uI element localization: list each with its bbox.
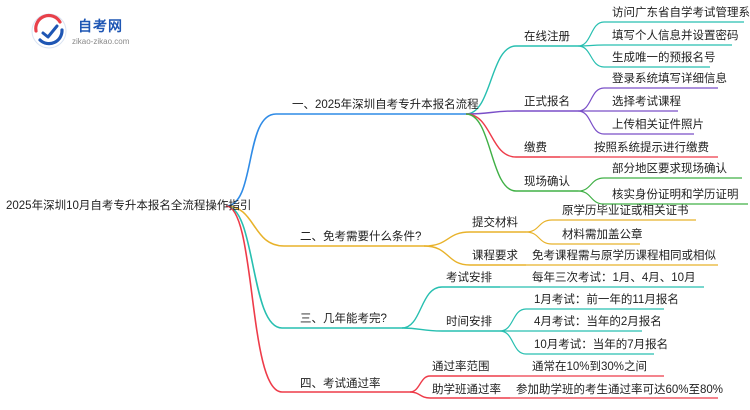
b2-sub-2-node: 课程要求	[472, 250, 518, 262]
b1-sub-1-node: 在线注册	[524, 31, 570, 43]
branch-4-node: 四、考试通过率	[300, 378, 381, 390]
connector-b1-s4	[465, 113, 578, 192]
connector-b1-s2	[465, 110, 578, 115]
b1-sub-3-node: 缴费	[524, 142, 547, 154]
logo-name: 自考网	[78, 18, 123, 34]
b2-s1-leaf-2: 材料需加盖公章	[562, 229, 643, 241]
connector-b1-s1-l3	[577, 45, 710, 68]
b1-s2-leaf-2: 选择考试课程	[612, 96, 681, 108]
connector-root-b3	[225, 205, 402, 329]
branch-1-node: 一、2025年深圳自考专升本报名流程	[292, 99, 479, 111]
b3-sub-1-node: 考试安排	[446, 272, 492, 284]
b2-sub-1-node: 提交材料	[472, 217, 518, 229]
b1-sub-4-node: 现场确认	[524, 176, 570, 188]
connector-b4-s2	[409, 391, 510, 399]
connector-b1-s1	[465, 45, 578, 115]
b3-s1-leaf-1: 每年三次考试：1月、4月、10月	[532, 272, 696, 284]
b1-s2-leaf-3: 上传相关证件照片	[612, 119, 704, 131]
b1-s1-leaf-3: 生成唯一的预报名号	[612, 52, 716, 64]
connector-b1-s1-l2	[577, 44, 732, 47]
branch-3-node: 三、几年能考完?	[300, 313, 387, 325]
b1-sub-2-node: 正式报名	[524, 96, 570, 108]
b4-s1-leaf-1: 通常在10%到30%之间	[532, 361, 648, 373]
root-node: 2025年深圳10月自考专升本报名全流程操作指引	[6, 200, 252, 212]
connector-b2-s1-l1	[525, 219, 696, 233]
connector-b3-s2	[401, 327, 500, 332]
b1-s1-leaf-1: 访问广东省自学考试管理系统	[612, 7, 750, 19]
b2-s1-leaf-1: 原学历毕业证或相关证书	[562, 205, 689, 217]
b2-s2-leaf-1: 免考课程需与原学历课程相同或相似	[532, 250, 716, 262]
b3-s2-leaf-2: 4月考试：当年的2月报名	[534, 316, 662, 328]
b1-s1-leaf-2: 填写个人信息并设置密码	[612, 30, 739, 42]
connector-b1-s2-l1	[577, 87, 718, 112]
b1-s4-leaf-1: 部分地区要求现场确认	[612, 163, 727, 175]
site-logo[interactable]: 自考网 zikao-zikao.com	[30, 12, 160, 52]
connector-root-b1	[225, 113, 466, 207]
connector-b3-s2-l1	[499, 308, 664, 332]
connector-b2-s1	[423, 231, 526, 247]
connector-b3-s2-l3	[499, 330, 654, 355]
connector-root-b2	[225, 205, 424, 247]
b1-s2-leaf-1: 登录系统填写详细信息	[612, 73, 727, 85]
b4-s2-leaf-1: 参加助学班的考生通过率可达60%至80%	[516, 384, 724, 396]
logo-icon	[31, 13, 67, 49]
connector-b2-s1-l2	[525, 231, 640, 245]
connector-b1-s4-l2	[577, 190, 748, 205]
b3-s2-leaf-1: 1月考试：前一年的11月报名	[534, 294, 679, 306]
connector-b1-s2-l3	[577, 110, 694, 135]
connector-b2-s2	[423, 245, 526, 266]
connector-b1-s1-l1	[577, 21, 744, 47]
b1-s3-leaf-1: 按照系统提示进行缴费	[594, 142, 709, 154]
connector-b1-s3	[465, 113, 560, 158]
branch-2-node: 二、免考需要什么条件?	[300, 231, 422, 243]
logo-domain: zikao-zikao.com	[72, 37, 130, 46]
connector-b4-s1	[409, 375, 510, 393]
b1-s4-leaf-2: 核实身份证明和学历证明	[612, 189, 739, 201]
connector-b1-s4-l1	[577, 177, 742, 192]
connector-root-b4	[225, 205, 410, 393]
b4-sub-1-node: 通过率范围	[432, 361, 490, 373]
b3-sub-2-node: 时间安排	[446, 316, 492, 328]
b4-sub-2-node: 助学班通过率	[432, 384, 501, 396]
connector-b3-s1	[401, 286, 500, 329]
b3-s2-leaf-3: 10月考试：当年的7月报名	[534, 339, 669, 351]
